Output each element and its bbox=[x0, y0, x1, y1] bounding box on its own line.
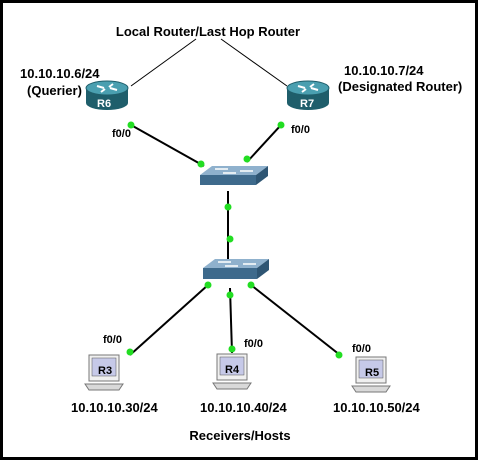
link-dot bbox=[126, 348, 134, 356]
link-r7-switch1 bbox=[246, 124, 282, 163]
link-dots bbox=[126, 121, 343, 359]
link-dot bbox=[277, 121, 285, 129]
r3-name-label: R3 bbox=[98, 365, 113, 377]
r4-iface-label: f0/0 bbox=[244, 338, 263, 350]
link-switch2-r4 bbox=[229, 287, 233, 354]
r3-ip-label: 10.10.10.30/24 bbox=[71, 400, 158, 415]
r7-ip-label: 10.10.10.7/24 bbox=[344, 63, 424, 78]
host-r3-icon[interactable] bbox=[84, 354, 124, 391]
link-switch2-r3 bbox=[129, 284, 209, 356]
annotation-line-right bbox=[220, 38, 288, 87]
r4-ip-label: 10.10.10.40/24 bbox=[200, 400, 287, 415]
r7-name-label: R7 bbox=[300, 98, 315, 110]
r3-iface-label: f0/0 bbox=[103, 334, 122, 346]
link-dot bbox=[247, 281, 255, 289]
network-diagram: Local Router/Last Hop Router 10.10.10.6/… bbox=[3, 3, 475, 457]
r5-iface-label: f0/0 bbox=[352, 343, 371, 355]
r6-ip-label: 10.10.10.6/24 bbox=[20, 66, 100, 81]
host-r4-icon[interactable] bbox=[212, 353, 252, 390]
r6-iface-label: f0/0 bbox=[112, 128, 131, 140]
r4-name-label: R4 bbox=[225, 364, 240, 376]
link-dot bbox=[197, 160, 205, 168]
link-dot bbox=[224, 203, 232, 211]
switch-1-icon[interactable] bbox=[200, 166, 268, 185]
link-dot bbox=[243, 155, 251, 163]
footer-label: Receivers/Hosts bbox=[189, 428, 291, 443]
r7-iface-label: f0/0 bbox=[291, 124, 310, 136]
diagram-title: Local Router/Last Hop Router bbox=[115, 24, 301, 39]
topology-svg bbox=[84, 38, 391, 393]
r7-role-label: (Designated Router) bbox=[338, 79, 463, 94]
r5-ip-label: 10.10.10.50/24 bbox=[333, 400, 420, 415]
link-dot bbox=[228, 345, 236, 353]
router-r7-icon[interactable] bbox=[286, 80, 330, 110]
annotation-line-left bbox=[130, 38, 197, 87]
switch-2-icon[interactable] bbox=[203, 259, 269, 279]
r6-role-label: (Querier) bbox=[27, 83, 82, 98]
host-r5-icon[interactable] bbox=[351, 356, 391, 393]
link-dot bbox=[226, 291, 234, 299]
r5-name-label: R5 bbox=[365, 367, 380, 379]
link-switch2-r5 bbox=[250, 284, 341, 356]
link-dot bbox=[127, 121, 135, 129]
link-dot bbox=[226, 235, 234, 243]
router-r6-icon[interactable] bbox=[85, 80, 129, 110]
r6-name-label: R6 bbox=[97, 98, 112, 110]
link-dot bbox=[204, 281, 212, 289]
link-r6-switch1 bbox=[130, 124, 205, 167]
link-dot bbox=[335, 351, 343, 359]
